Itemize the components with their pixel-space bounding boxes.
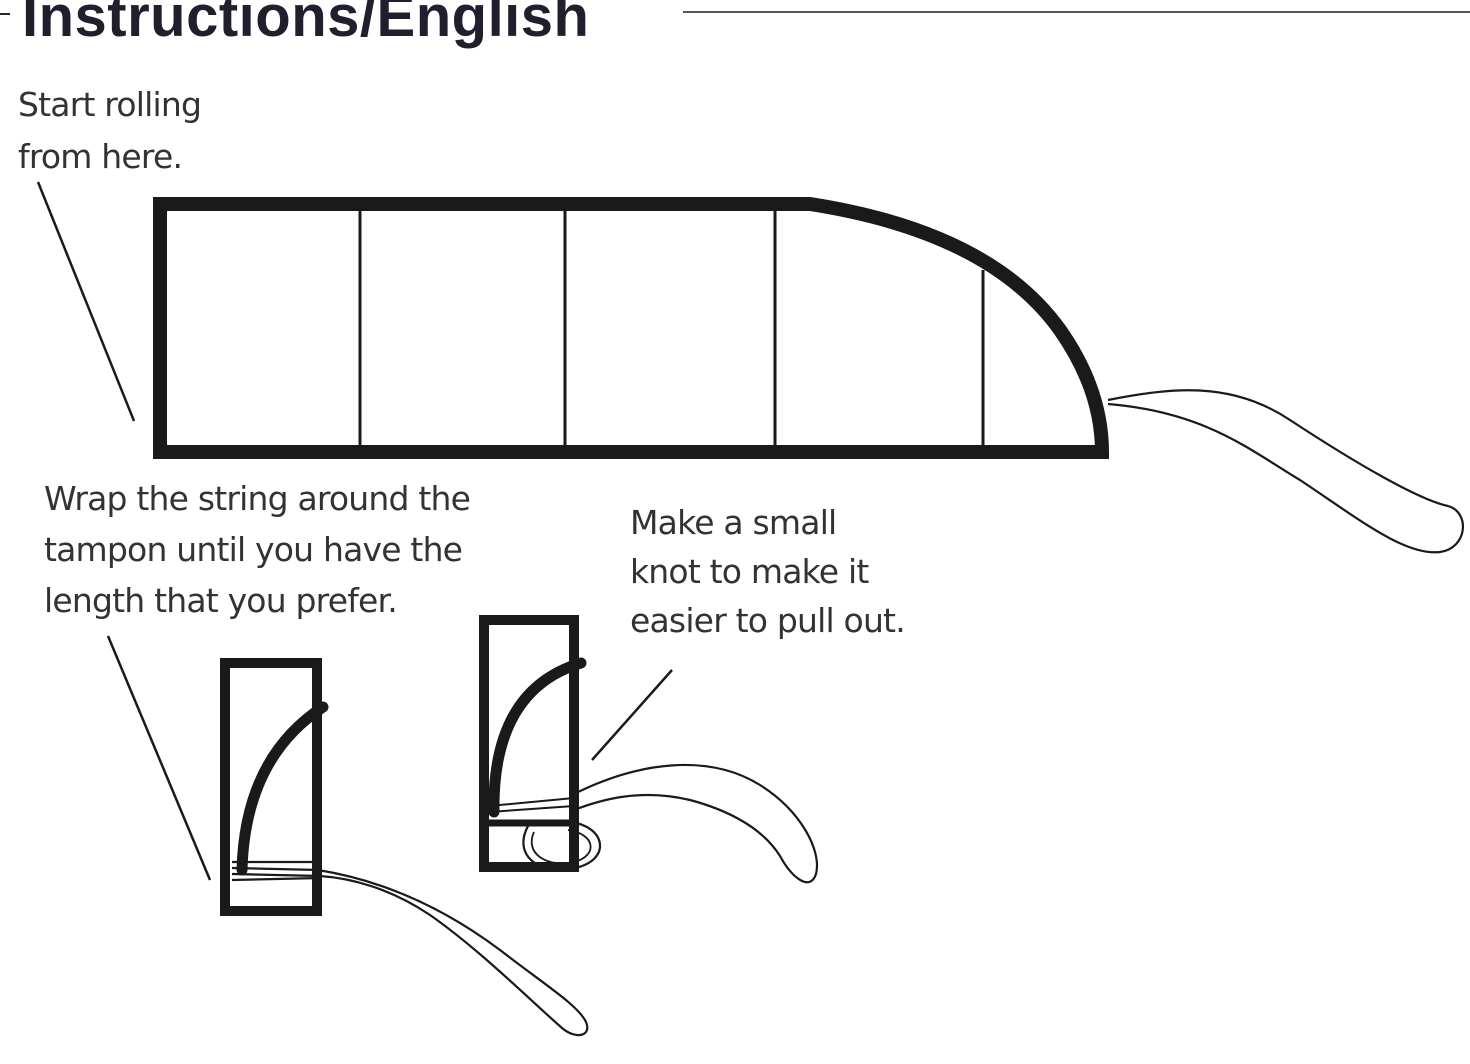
knot-loop-inner xyxy=(530,829,592,865)
leader-line-knot xyxy=(591,669,673,761)
caption-start-rolling: Start rolling from here. xyxy=(18,85,202,176)
caption-wrap-string: Wrap the string around the tampon until … xyxy=(44,479,471,620)
string-tail-knot xyxy=(569,763,819,884)
tampon-curve-knot xyxy=(488,657,587,818)
heading-rule-left xyxy=(0,13,10,15)
page-title: Instructions/English xyxy=(22,0,590,49)
heading-rule-right xyxy=(683,11,1470,13)
knot-loop xyxy=(522,820,602,871)
leader-line-wrap xyxy=(106,635,212,881)
cloth-outline xyxy=(153,197,1110,459)
wrapped-string-band xyxy=(231,860,321,882)
tampon-curve-wrap xyxy=(236,701,329,876)
caption-make-knot: Make a small knot to make it easier to p… xyxy=(630,503,906,640)
string-loop-strip xyxy=(1107,389,1464,554)
unrolled-cloth-strip xyxy=(153,197,1110,459)
wrapped-string-knot xyxy=(488,797,575,813)
rolled-tampon-wrap xyxy=(220,658,329,916)
rolled-tampon-knot xyxy=(479,615,602,872)
string-tail-wrap xyxy=(317,868,589,1037)
leader-line-start xyxy=(36,181,136,422)
tampon-body-knot xyxy=(479,615,579,872)
